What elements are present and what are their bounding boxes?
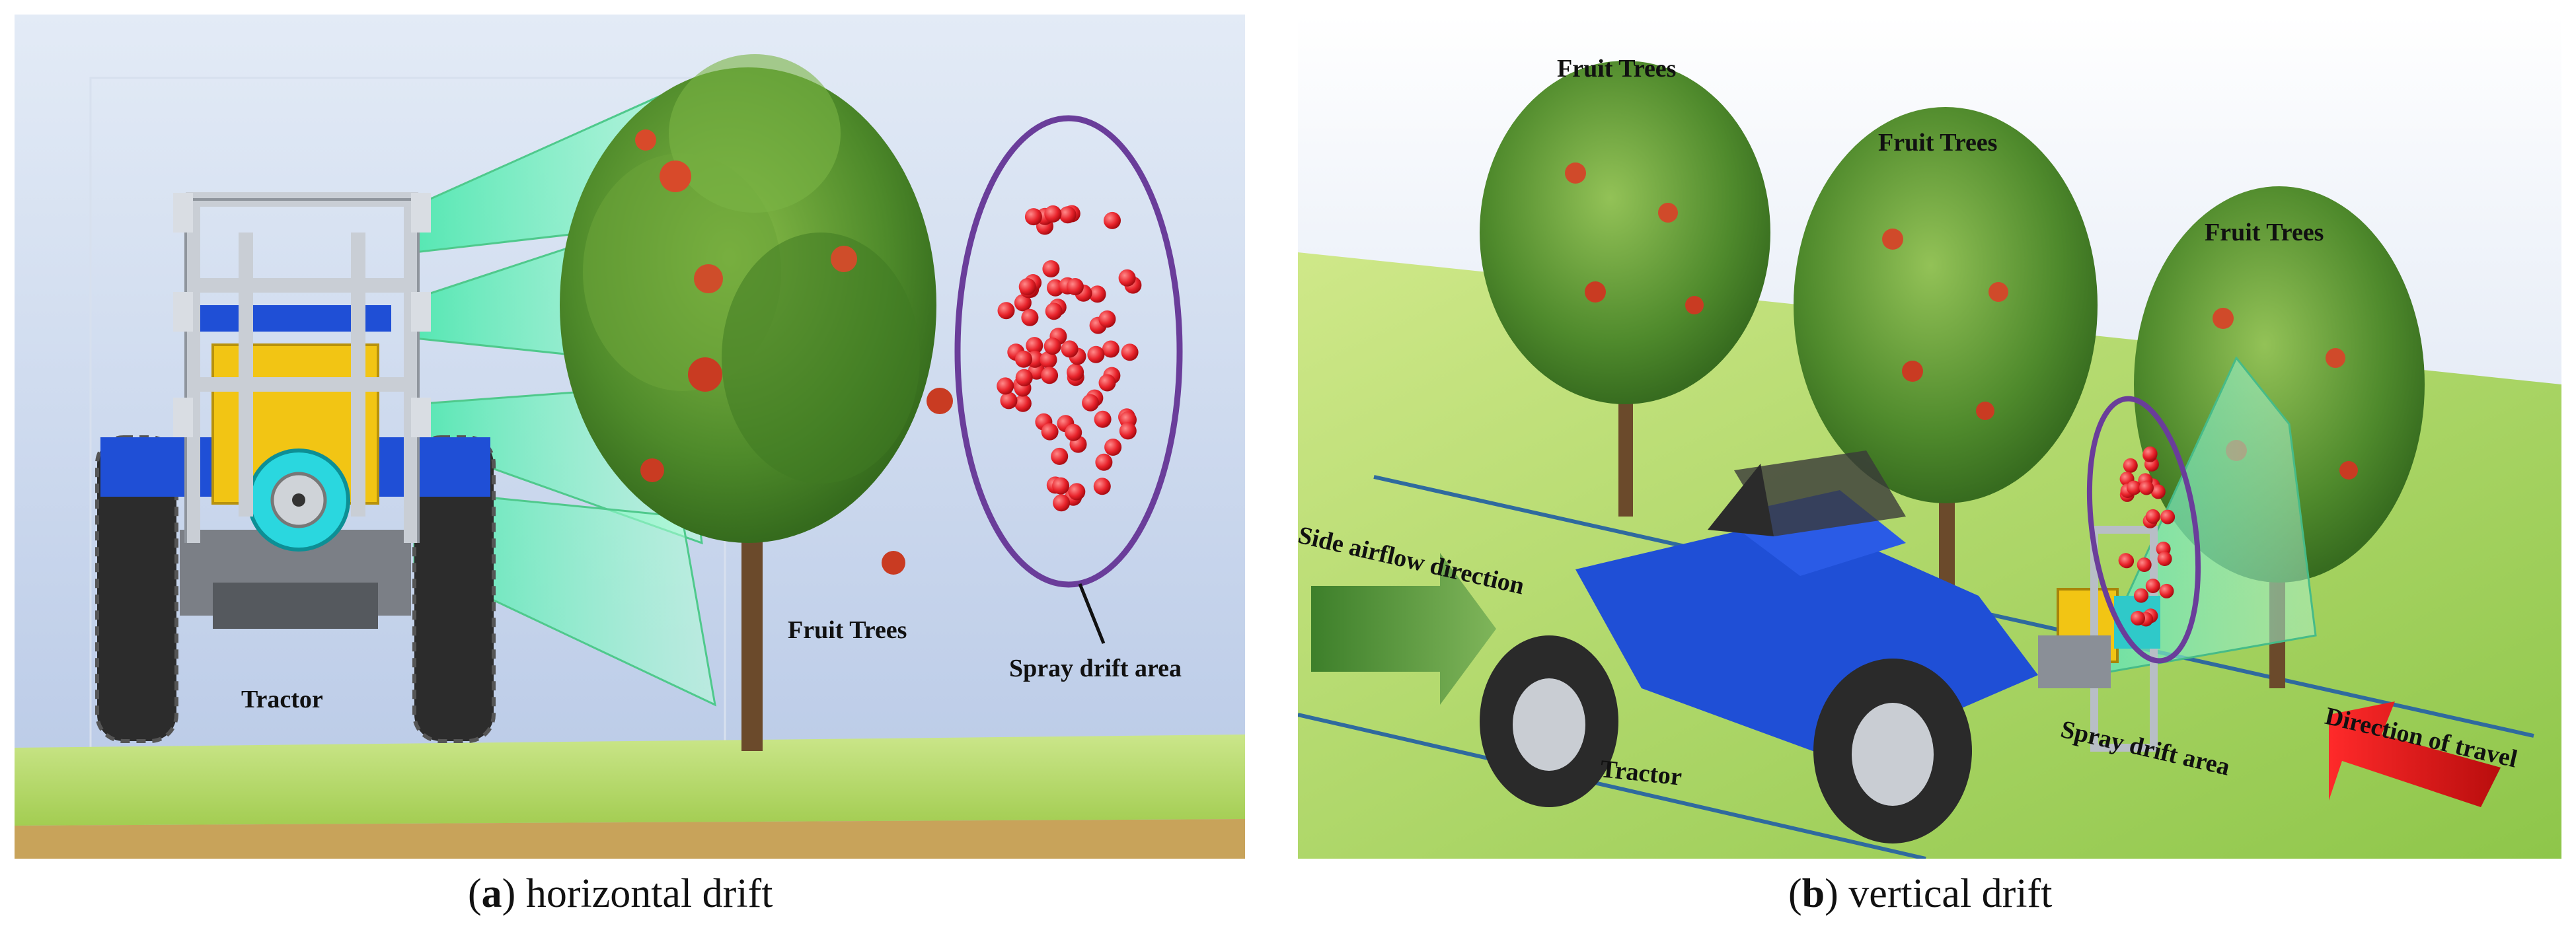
caption-b: (b) vertical drift: [1788, 871, 2053, 916]
droplet-icon: [1053, 494, 1071, 512]
droplet-icon: [1067, 363, 1084, 381]
droplet-icon: [1018, 278, 1036, 295]
label-fruit-trees-1: Fruit Trees: [1557, 55, 1677, 83]
droplet-icon: [1068, 483, 1086, 501]
droplet-icon: [1041, 423, 1059, 441]
fruit-tree-icon: [560, 54, 953, 751]
panel-horizontal-drift: Tractor Fruit Trees Spray drift area: [15, 15, 1245, 859]
droplet-icon: [2134, 588, 2148, 603]
caption-a-letter: a: [481, 871, 502, 916]
droplet-icon: [1044, 205, 1062, 223]
label-fruit-trees-2: Fruit Trees: [1878, 129, 1998, 157]
droplet-icon: [1045, 303, 1063, 320]
droplet-icon: [2145, 579, 2160, 593]
droplet-icon: [2150, 484, 2166, 499]
droplet-icon: [1088, 285, 1106, 303]
droplet-icon: [1121, 343, 1139, 361]
droplet-icon: [2142, 446, 2158, 461]
spray-drift-ellipse: [2086, 396, 2201, 664]
caption-b-text: vertical drift: [1848, 871, 2053, 916]
droplet-icon: [1098, 310, 1116, 328]
droplet-cluster: [997, 205, 1142, 512]
droplet-icon: [1040, 351, 1057, 369]
droplet-icon: [997, 377, 1014, 395]
droplet-icon: [1104, 439, 1122, 456]
travel-direction-arrow-icon: [2329, 701, 2501, 807]
droplet-icon: [2119, 554, 2135, 569]
droplet-icon: [2137, 557, 2152, 572]
droplet-icon: [1014, 394, 1032, 412]
label-fruit-trees-3: Fruit Trees: [2205, 219, 2324, 246]
droplet-icon: [2145, 509, 2160, 524]
ground-soil: [15, 819, 1245, 859]
droplet-icon: [2159, 583, 2174, 598]
droplet-icon: [1042, 260, 1060, 277]
droplet-icon: [1095, 453, 1113, 471]
droplet-cluster: [2118, 446, 2176, 627]
droplet-icon: [1026, 337, 1043, 355]
droplet-icon: [1051, 447, 1069, 465]
tractor-icon: [95, 192, 496, 743]
droplet-icon: [1102, 340, 1119, 358]
label-spray-drift-area: Spray drift area: [1009, 655, 1182, 682]
droplet-icon: [1014, 294, 1032, 312]
droplet-icon: [997, 302, 1015, 320]
droplet-icon: [1024, 208, 1042, 226]
side-airflow-arrow-icon: [1311, 553, 1496, 705]
drift-leader-line: [1078, 583, 1106, 644]
droplet-icon: [1000, 392, 1018, 410]
vertical-drift-illustration: [1298, 15, 2561, 859]
label-tractor: Tractor: [241, 686, 323, 713]
caption-a: (a) horizontal drift: [468, 871, 773, 916]
droplet-icon: [1041, 367, 1059, 384]
droplet-icon: [1119, 422, 1137, 440]
droplet-icon: [1098, 374, 1116, 392]
droplet-icon: [1021, 308, 1039, 326]
droplet-icon: [1094, 410, 1112, 428]
row-boundary-line-lower: [1298, 713, 1926, 859]
droplet-icon: [1118, 269, 1136, 287]
caption-b-letter: b: [1801, 871, 1825, 916]
droplet-icon: [2123, 458, 2138, 473]
droplet-icon: [1015, 350, 1032, 368]
droplet-icon: [1087, 345, 1105, 363]
droplet-icon: [2127, 480, 2142, 495]
horizontal-drift-illustration: [15, 15, 1245, 859]
tractor-icon: [1480, 450, 2160, 843]
droplet-icon: [1082, 394, 1100, 412]
droplet-icon: [1059, 206, 1077, 224]
ground-grass: [15, 735, 1245, 826]
droplet-icon: [2160, 509, 2176, 524]
droplet-icon: [1015, 369, 1033, 386]
droplet-icon: [2157, 552, 2172, 566]
droplet-icon: [1066, 278, 1084, 295]
droplet-icon: [1043, 338, 1061, 355]
label-fruit-trees: Fruit Trees: [788, 616, 907, 644]
droplet-icon: [1065, 423, 1082, 441]
spray-drift-ellipse: [954, 115, 1183, 588]
droplet-icon: [2131, 610, 2145, 626]
droplet-icon: [1104, 211, 1121, 229]
droplet-icon: [1093, 478, 1111, 495]
droplet-icon: [1061, 340, 1079, 358]
droplet-icon: [1052, 477, 1070, 495]
panel-vertical-drift: Fruit Trees Fruit Trees Fruit Trees Side…: [1298, 15, 2561, 859]
droplet-icon: [2139, 480, 2154, 495]
caption-a-text: horizontal drift: [525, 871, 773, 916]
